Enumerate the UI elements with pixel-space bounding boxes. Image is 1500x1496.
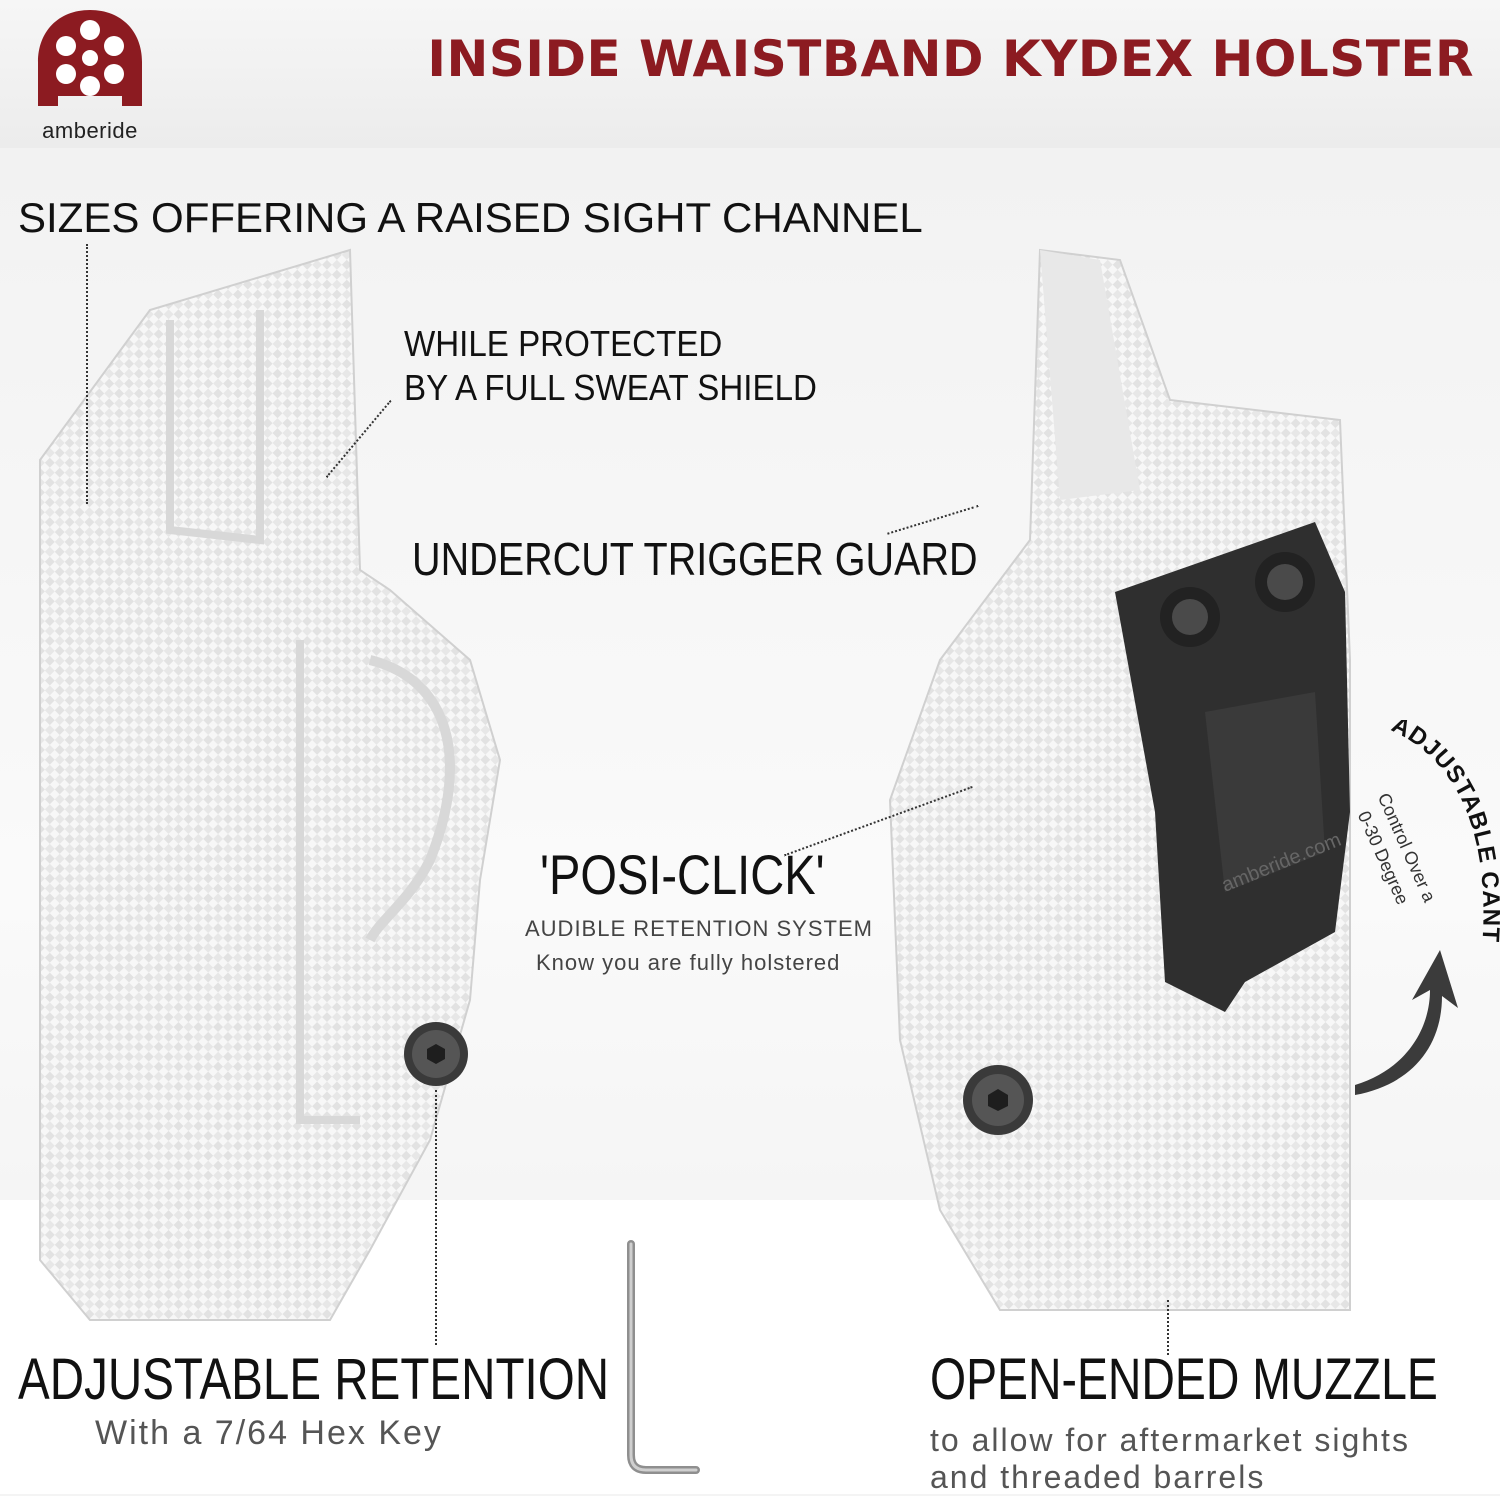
revolver-cylinder-logo-icon xyxy=(38,10,142,106)
retention-note: With a 7/64 Hex Key xyxy=(95,1414,443,1452)
adjustable-cant-label: ADJUSTABLE CANT xyxy=(1380,711,1500,980)
trigger-guard-heading: UNDERCUT TRIGGER GUARD xyxy=(412,533,978,585)
retention-heading: ADJUSTABLE RETENTION xyxy=(18,1347,610,1412)
curved-arrow-icon xyxy=(1355,950,1458,1095)
sight-channel-heading: SIZES OFFERING A RAISED SIGHT CHANNEL xyxy=(18,194,923,241)
muzzle-note-line2: and threaded barrels xyxy=(930,1459,1266,1495)
hex-screw-icon xyxy=(963,1065,1033,1135)
muzzle-callout-line xyxy=(1167,1300,1169,1355)
posi-click-subheading: AUDIBLE RETENTION SYSTEM xyxy=(525,916,873,941)
sweat-shield-heading-line1: WHILE PROTECTED xyxy=(404,323,723,364)
brand-name: amberide xyxy=(42,118,138,143)
page-title: INSIDE WAISTBAND KYDEX HOLSTER xyxy=(427,30,1474,88)
sweat-shield-heading-line2: BY A FULL SWEAT SHIELD xyxy=(404,367,817,408)
hex-key-icon xyxy=(627,1240,700,1474)
header: amberide INSIDE WAISTBAND KYDEX HOLSTER xyxy=(0,0,1500,148)
brand-logo: amberide xyxy=(30,6,150,146)
muzzle-note-line1: to allow for aftermarket sights xyxy=(930,1422,1410,1458)
sight-channel-callout-line xyxy=(86,244,88,504)
retention-callout-line xyxy=(435,1090,437,1345)
muzzle-heading: OPEN-ENDED MUZZLE xyxy=(930,1347,1438,1412)
posi-click-heading: 'POSI-CLICK' xyxy=(540,843,825,906)
holster-clip-side-illustration xyxy=(888,248,1351,1311)
posi-click-note: Know you are fully holstered xyxy=(536,950,841,975)
hex-screw-icon xyxy=(404,1022,468,1086)
belt-clip-icon: amberide.com xyxy=(1115,522,1350,1012)
sweat-shield-holster-illustration xyxy=(39,248,502,1321)
